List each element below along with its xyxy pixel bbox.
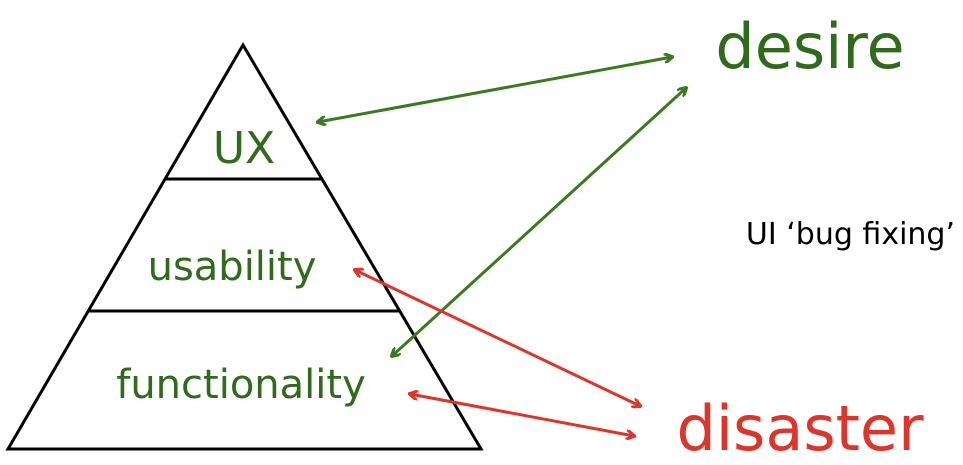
annotation-ui-bug-fixing: UI ‘bug fixing’: [746, 217, 955, 252]
pyramid-outline: [5, 42, 484, 451]
arrow-functionality-disaster: [410, 394, 634, 436]
outcome-disaster: disaster: [676, 392, 924, 465]
arrow-ux-desire: [318, 57, 672, 122]
pyramid-level-usability: usability: [148, 244, 317, 290]
outcome-desire: desire: [715, 10, 904, 83]
arrow-functionality-desire: [392, 88, 686, 356]
pyramid-level-ux: UX: [213, 123, 275, 174]
pyramid-level-functionality: functionality: [116, 362, 366, 408]
arrow-usability-disaster: [355, 270, 640, 406]
